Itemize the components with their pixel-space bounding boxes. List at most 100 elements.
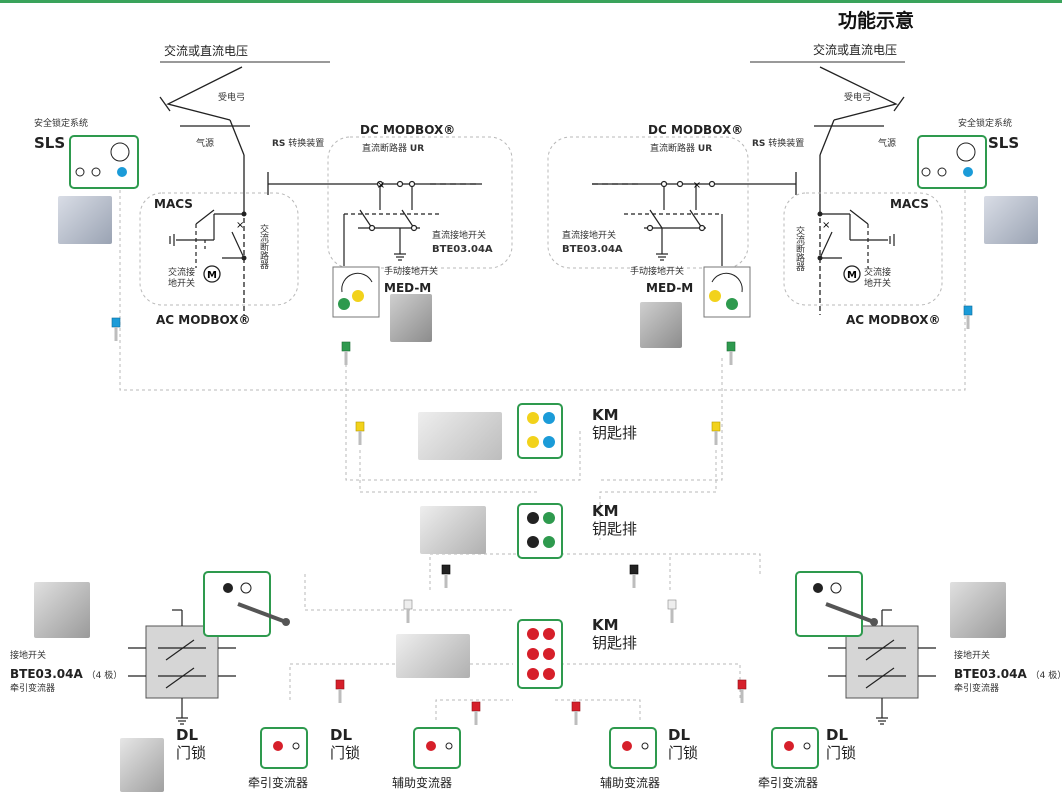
key-red-2 — [471, 701, 481, 726]
dl-code-1: DL — [330, 726, 353, 744]
km-glyphs-1 — [527, 412, 555, 448]
km-photo-3 — [396, 634, 470, 678]
ac-breaker-label-right: 交流断路器 — [794, 226, 804, 271]
key-yellow-right — [711, 421, 721, 446]
ac-breaker-label-left: 交流断路器 — [258, 224, 268, 269]
air-label-left: 气源 — [196, 139, 215, 149]
dl-label-1: 门锁 — [330, 744, 361, 762]
dl-label-4: 门锁 — [826, 744, 857, 762]
dl-photo — [120, 738, 164, 792]
dc-modbox-right-outline — [547, 136, 749, 269]
air-label-right: 气源 — [878, 139, 897, 149]
dc-breaker-label-left: 直流断路器 UR — [362, 144, 425, 154]
km-panel-2 — [517, 503, 563, 559]
km-label-3: 钥匙排 — [592, 634, 638, 652]
dc-modbox-label-right: DC MODBOX® — [648, 123, 744, 137]
ac-modbox-label-left: AC MODBOX® — [156, 313, 251, 327]
key-black-right — [629, 564, 639, 589]
key-green-right — [726, 341, 736, 366]
macs-label-right: MACS — [890, 197, 929, 211]
macs-label-left: MACS — [154, 197, 193, 211]
sls-caption-left: 安全锁定系统 — [34, 119, 89, 129]
sls-caption-right: 安全锁定系统 — [958, 119, 1013, 129]
earth-switch-right — [828, 609, 936, 725]
km-label-2: 钥匙排 — [592, 520, 638, 538]
km-glyphs-3 — [527, 628, 555, 680]
dc-ground-label-left: 直流接地开关 — [432, 231, 487, 241]
dc-modbox-label-left: DC MODBOX® — [360, 123, 456, 137]
dl-code-3: DL — [668, 726, 691, 744]
dc-ground-code-right: BTE03.04A — [562, 244, 623, 255]
km-panel-1 — [517, 403, 563, 459]
sls-code-left: SLS — [34, 134, 66, 152]
key-white-left — [403, 599, 413, 624]
med-m-photo-right — [640, 302, 682, 348]
dl-code-left: DL — [176, 726, 199, 744]
dl-panel-3 — [609, 727, 657, 769]
svg-text:×: × — [693, 180, 701, 191]
rs-label-right: RS 转换装置 — [752, 139, 805, 149]
km-label-1: 钥匙排 — [592, 424, 638, 442]
dc-ground-label-right: 直流接地开关 — [562, 231, 617, 241]
dl-label-3: 门锁 — [668, 744, 699, 762]
med-m-label-right: MED-M — [646, 281, 694, 295]
earth-switch-code-right: BTE03.04A （4 极） — [954, 667, 1062, 681]
page-title: 功能示意 — [838, 10, 915, 32]
earth-switch-sub-left: 牵引变流器 — [10, 684, 56, 694]
earth-switch-label-left: 接地开关 — [10, 651, 47, 661]
km-code-2: KM — [592, 502, 619, 520]
key-black-left — [441, 564, 451, 589]
manual-ground-label-right: 手动接地开关 — [630, 267, 685, 277]
ac-modbox-right-outline — [783, 192, 943, 306]
aux-converter-label-1: 辅助变流器 — [392, 776, 453, 790]
sls-code-right: SLS — [988, 134, 1020, 152]
sls-photo-right — [984, 196, 1038, 244]
km-code-1: KM — [592, 406, 619, 424]
earth-switch-label-right: 接地开关 — [954, 651, 991, 661]
med-m-photo-left — [390, 294, 432, 342]
dl-panel-1 — [260, 727, 308, 769]
pantograph-right — [592, 66, 905, 315]
svg-text:×: × — [822, 220, 830, 231]
dc-modbox-left-outline — [327, 136, 513, 269]
pantograph-label-right: 受电弓 — [844, 93, 872, 103]
earth-switch-photo-right — [950, 582, 1006, 638]
ground-switch-panel-left — [203, 571, 271, 637]
key-green-left — [341, 341, 351, 366]
med-m-label-left: MED-M — [384, 281, 432, 295]
earth-switch-code-left: BTE03.04A （4 极） — [10, 667, 123, 681]
svg-text:×: × — [236, 220, 244, 231]
supply-label-left: 交流或直流电压 — [164, 44, 249, 58]
manual-ground-label-left: 手动接地开关 — [384, 267, 439, 277]
key-white-right — [667, 599, 677, 624]
key-red-3 — [571, 701, 581, 726]
dc-ground-code-left: BTE03.04A — [432, 244, 493, 255]
key-blue-left — [111, 317, 121, 342]
key-red-1 — [335, 679, 345, 704]
dc-breaker-label-right: 直流断路器 UR — [650, 144, 713, 154]
traction-converter-label-1: 牵引变流器 — [248, 776, 309, 790]
sls-photo-left — [58, 196, 112, 244]
earth-switch-left — [128, 609, 236, 725]
aux-converter-label-2: 辅助变流器 — [600, 776, 661, 790]
km-panel-3 — [517, 619, 563, 689]
dl-label-left: 门锁 — [176, 744, 207, 762]
earth-switch-sub-right: 牵引变流器 — [954, 684, 1000, 694]
dl-panel-2 — [413, 727, 461, 769]
ac-ground-label-left: 交流接 地开关 — [168, 268, 196, 290]
km-glyphs-2 — [527, 512, 555, 548]
ac-modbox-left-outline — [139, 192, 299, 306]
pantograph-label-left: 受电弓 — [218, 93, 246, 103]
dl-panel-4 — [771, 727, 819, 769]
key-yellow-left — [355, 421, 365, 446]
km-code-3: KM — [592, 616, 619, 634]
key-red-4 — [737, 679, 747, 704]
traction-converter-label-2: 牵引变流器 — [758, 776, 819, 790]
svg-text:×: × — [377, 180, 385, 191]
earth-switch-photo-left — [34, 582, 90, 638]
dl-code-4: DL — [826, 726, 849, 744]
sls-panel-right — [917, 135, 987, 189]
ac-modbox-label-right: AC MODBOX® — [846, 313, 941, 327]
supply-label-right: 交流或直流电压 — [813, 43, 898, 57]
